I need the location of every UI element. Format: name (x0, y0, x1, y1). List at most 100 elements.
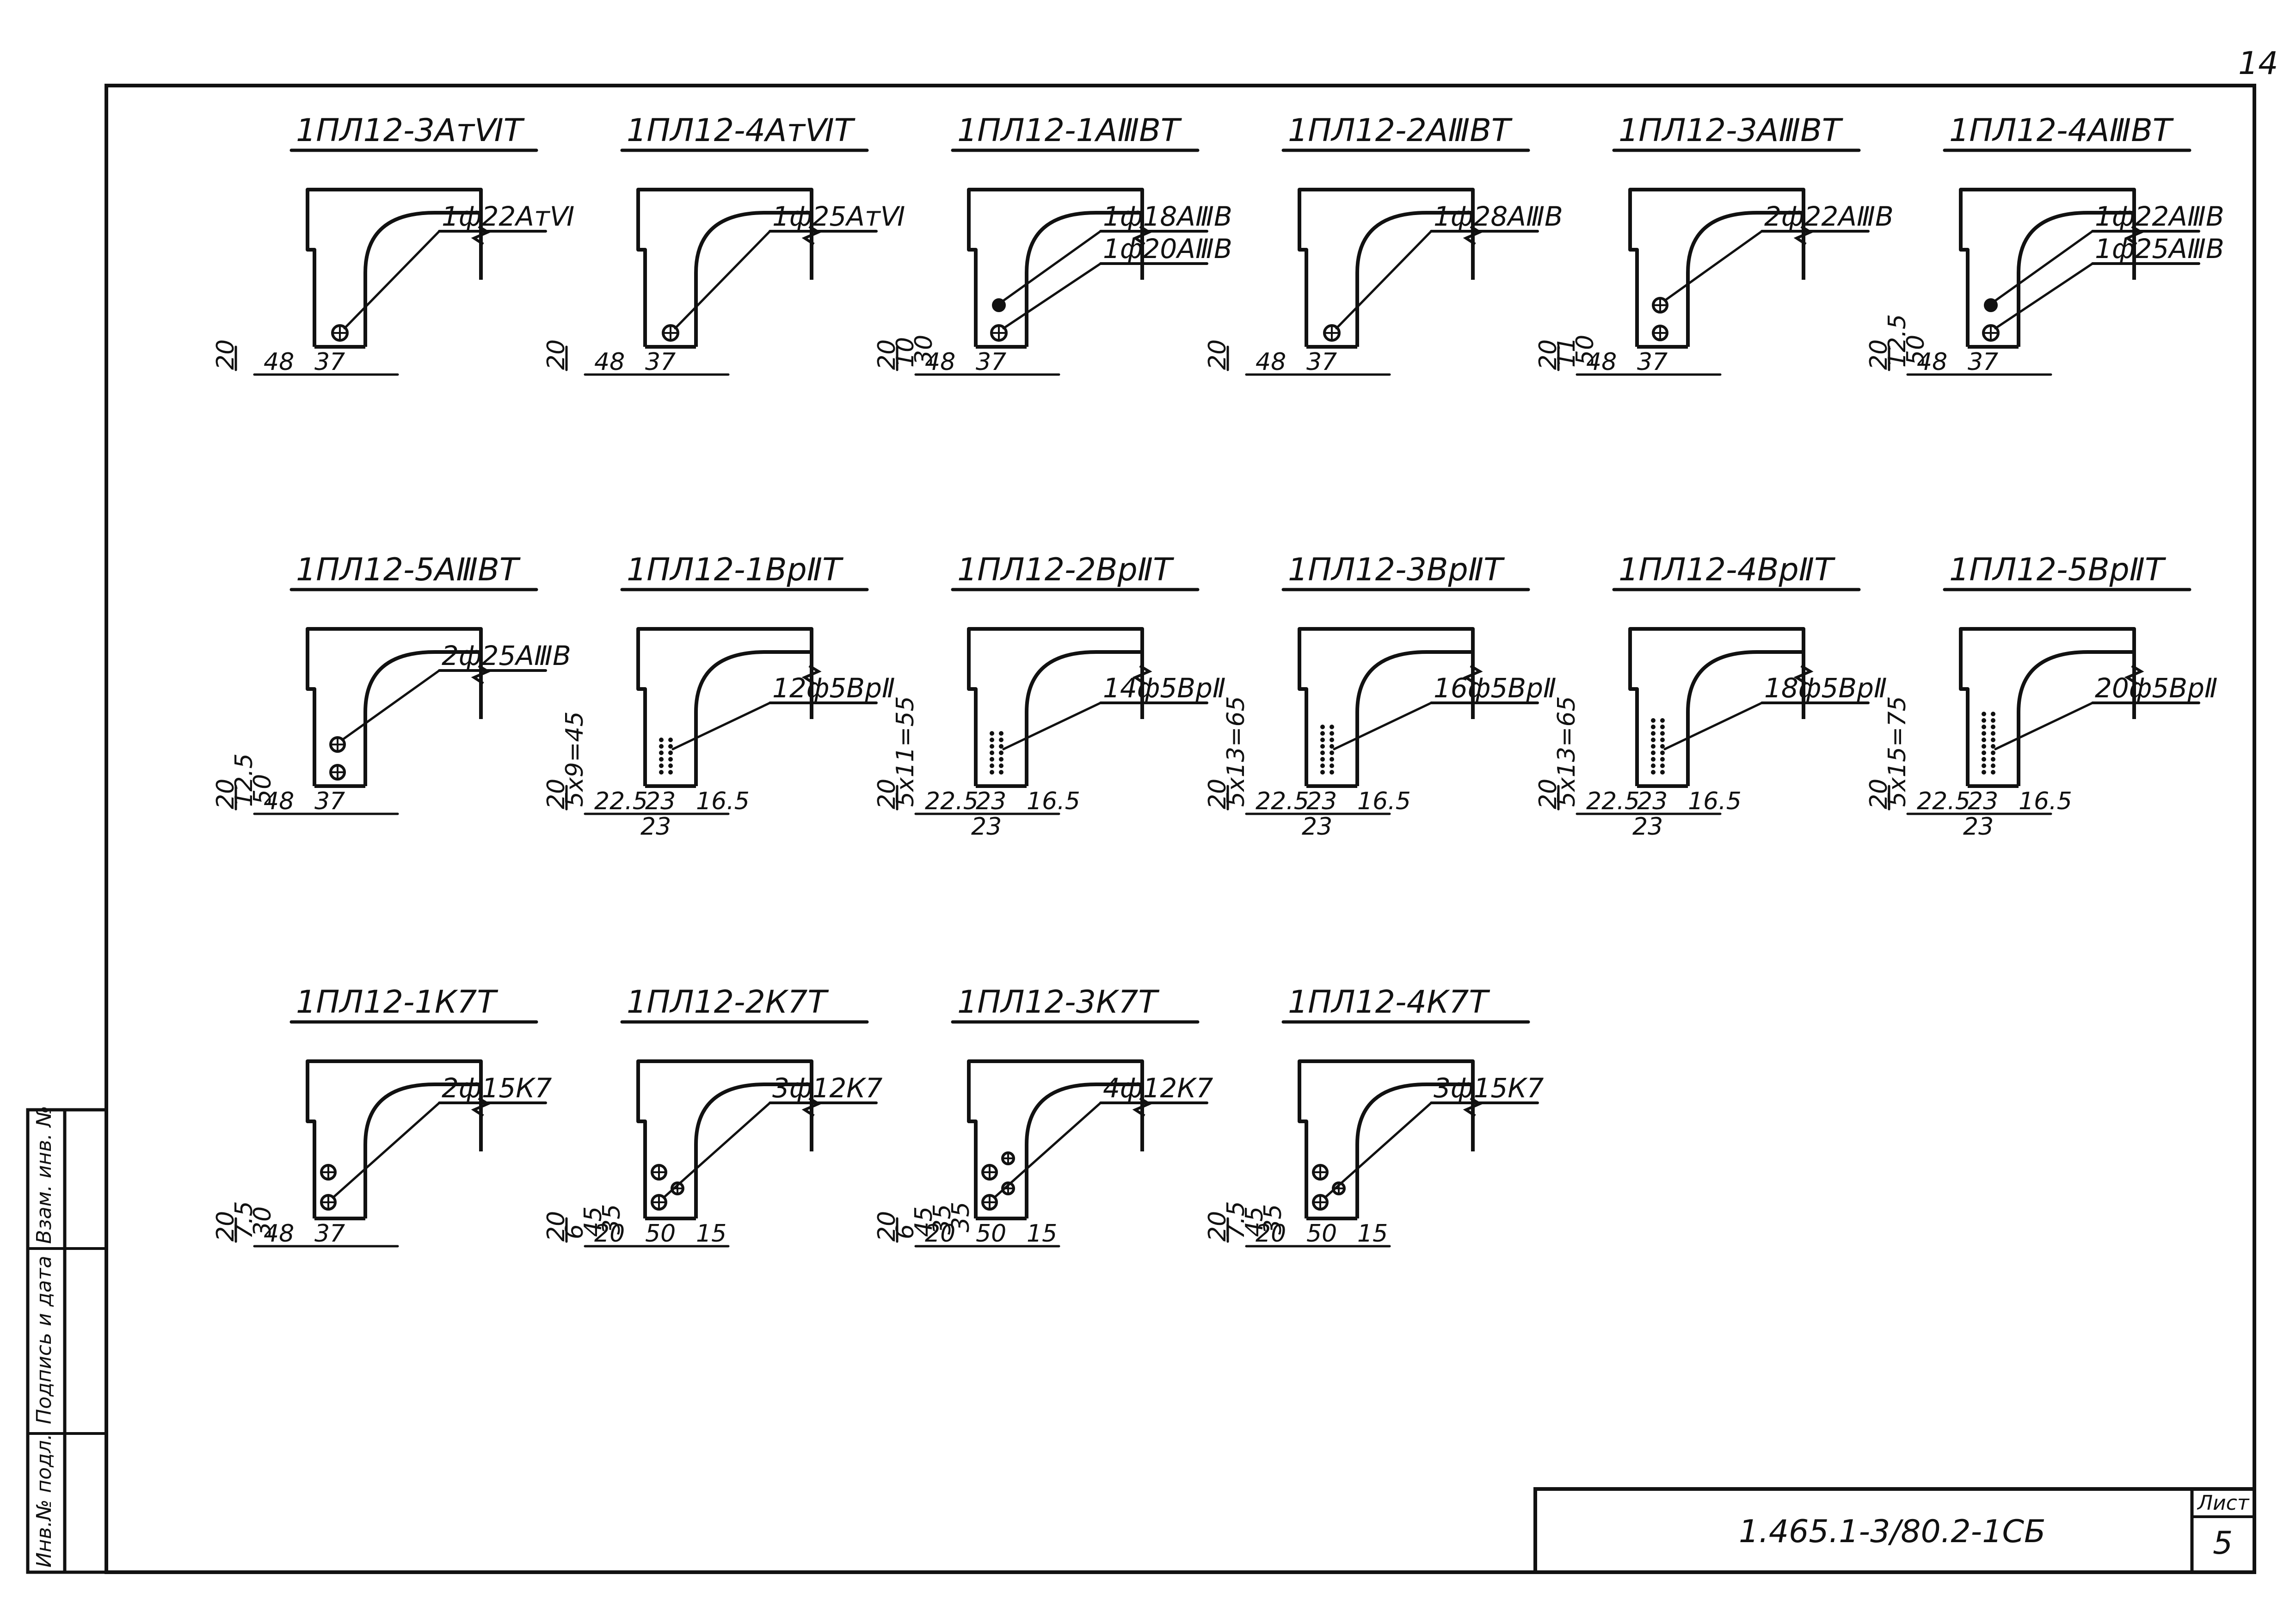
dimension-label: 48 (925, 348, 955, 376)
dimension-label: 37 (1968, 348, 1998, 376)
dimension-label: 50 (976, 1220, 1006, 1248)
dimension-label: 48 (264, 348, 294, 376)
leader-line (1002, 701, 1102, 750)
dimension-label: 35 (598, 1204, 626, 1235)
dimension-label: 37 (314, 1220, 345, 1248)
wire-dot (1330, 738, 1334, 742)
wire-dot (1660, 738, 1665, 742)
wire-dot (668, 744, 673, 749)
break-mark (1132, 664, 1152, 685)
dimension-label: 48 (1917, 348, 1947, 376)
leader-line (1335, 230, 1433, 330)
dimension-label: 37 (645, 348, 676, 376)
break-mark (1793, 664, 1814, 685)
dimension-label: 22.5 (1586, 787, 1640, 815)
callout-label: 16ф5ВрⅡ (1434, 672, 1556, 704)
dimension-label: 23 (976, 787, 1006, 815)
break-mark (471, 664, 491, 685)
wire-dot (1991, 757, 1995, 762)
wire-dot (990, 750, 994, 755)
dimension-label: 30 (249, 1206, 277, 1237)
wire-dot (999, 731, 1003, 736)
concrete-outline (1298, 1059, 1475, 1220)
break-mark (471, 225, 491, 246)
callout-label: 1ф18АⅢВ (1103, 201, 1232, 232)
wire-dot (999, 738, 1003, 742)
wire-dot (1982, 718, 1986, 723)
wire-dot (1651, 738, 1656, 742)
break-mark (2124, 664, 2144, 685)
concrete-outline (306, 627, 483, 788)
wire-dot (1651, 744, 1656, 749)
callout-label: 1ф22АтⅥ (442, 201, 574, 232)
break-mark (1463, 1097, 1483, 1117)
wire-dot (668, 757, 673, 762)
dimension-label: 35 (947, 1202, 975, 1232)
dimension-label: 48 (264, 787, 294, 815)
dimension-label: 48 (594, 348, 625, 376)
dimension-label: 23 (1968, 787, 1998, 815)
wire-dot (999, 744, 1003, 749)
dimension-label: 50 (1306, 1220, 1337, 1248)
dimension-label: 20 (212, 339, 240, 370)
dimension-label: 15 (696, 1220, 726, 1248)
concrete-outline (306, 188, 483, 349)
wire-dot (1651, 757, 1656, 762)
wire-dot (1982, 738, 1986, 742)
stamp-box-outer (26, 1108, 67, 1574)
wire-dot (1651, 763, 1656, 768)
dimension-label: 16.5 (696, 787, 750, 815)
wire-dot (1320, 750, 1325, 755)
dimension-label: 20 (542, 339, 570, 370)
wire-dot (1982, 731, 1986, 736)
leader-line (341, 669, 441, 741)
callout-label: 1ф20АⅢВ (1103, 233, 1232, 265)
wire-dot (1320, 731, 1325, 736)
dimension-label: 20 (1204, 779, 1231, 809)
wire-dot (1991, 763, 1995, 768)
dimension-label: 37 (314, 787, 345, 815)
wire-dot (1330, 744, 1334, 749)
section-title: 1ПЛ12-3ВрⅡТ (1288, 552, 1505, 588)
section-title: 1ПЛ12-4К7Т (1288, 984, 1490, 1021)
wire-dot (1330, 770, 1334, 775)
concrete-outline (1959, 627, 2136, 788)
wire-dot (1991, 718, 1995, 723)
wire-dot (1330, 763, 1334, 768)
wire-dot (1651, 718, 1656, 723)
callout-label: 1ф22АⅢВ (2095, 201, 2224, 232)
page-mark: 14 (2238, 45, 2278, 82)
callout-label: 4ф12К7 (1103, 1072, 1213, 1104)
dimension-label: 23 (971, 813, 1002, 841)
wire-dot (1982, 744, 1986, 749)
dimension-label: 45 (1241, 1206, 1268, 1237)
dimension-label: 23 (1963, 813, 1994, 841)
dimension-label: 20 (1204, 339, 1231, 370)
break-mark (801, 225, 822, 246)
wire-dot (659, 750, 664, 755)
wire-dot (999, 770, 1003, 775)
section-title: 1ПЛ12-4АтⅥТ (627, 112, 856, 149)
dimension-label: 23 (645, 787, 676, 815)
stamp-label: Инв.№ подл. (32, 1433, 56, 1568)
leader-line (1663, 701, 1763, 750)
dimension-label: 15 (1357, 1220, 1388, 1248)
wire-dot (1660, 744, 1665, 749)
dimension-label: 45 (579, 1206, 607, 1237)
concrete-outline (636, 188, 813, 349)
wire-dot (659, 770, 664, 775)
section-title: 1ПЛ12-4АⅢВТ (1949, 112, 2174, 149)
dimension-label: 22.5 (1256, 787, 1309, 815)
wire-dot (1660, 718, 1665, 723)
leader-line (1323, 1101, 1433, 1199)
dimension-label: 16.5 (2019, 787, 2072, 815)
wire-dot (1660, 770, 1665, 775)
wire-dot (659, 757, 664, 762)
